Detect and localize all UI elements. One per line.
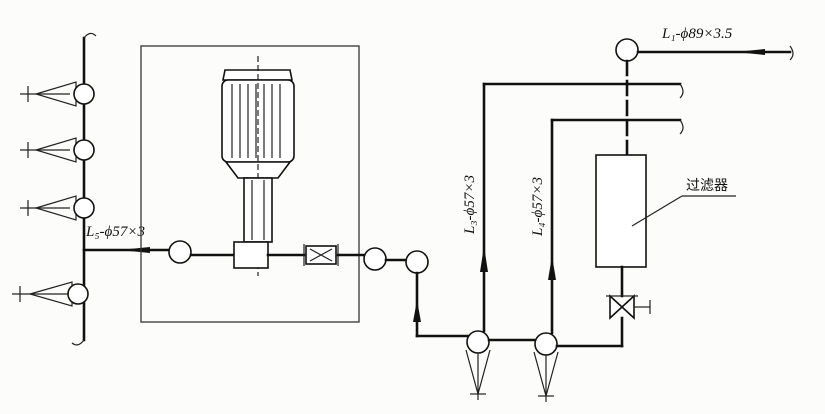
left-header-top-end <box>83 32 97 39</box>
pump-inlet-node <box>168 240 192 264</box>
bottom-drop-l4 <box>533 332 559 402</box>
pipe-l1 <box>636 45 794 61</box>
left-branch-1 <box>20 81 95 107</box>
inlet-node-l1 <box>615 38 639 62</box>
motor-shaft-housing <box>243 177 273 243</box>
label-filter: 过滤器 <box>686 178 728 194</box>
filter-column <box>595 38 651 348</box>
pipe-l4 <box>548 118 684 335</box>
branch-node-3 <box>73 197 95 219</box>
branch-node-2 <box>73 139 95 161</box>
flow-arrow-l1 <box>735 49 765 55</box>
flow-arrow-l4 <box>548 256 556 280</box>
pipe-l3 <box>480 82 684 333</box>
drop-node-l3 <box>466 330 490 354</box>
bottom-drop-l3 <box>465 330 491 400</box>
pump-skid-frame <box>140 45 360 323</box>
left-branch-4 <box>12 281 89 307</box>
flow-arrow-l5 <box>120 247 150 253</box>
discharge-line <box>363 247 470 338</box>
pipe-l5 <box>82 247 174 253</box>
flow-arrow-discharge <box>413 300 421 322</box>
discharge-node-1 <box>363 247 387 271</box>
left-branch-3 <box>20 195 95 221</box>
filter-outlet-valve <box>609 294 635 320</box>
motor <box>221 56 295 276</box>
pump-line <box>168 240 366 269</box>
flow-arrow-l3 <box>480 246 488 272</box>
left-branch-2 <box>20 137 95 163</box>
discharge-node-2 <box>405 250 429 274</box>
filter-leader-line <box>631 195 683 227</box>
label-l3: L₃-ϕ57×3 <box>462 175 478 235</box>
label-l4: L₄-ϕ57×3 <box>530 177 546 237</box>
left-header-bottom-end <box>71 339 85 346</box>
label-l5: L₅-ϕ57×3 <box>85 224 145 240</box>
label-l1: L₁-ϕ89×3.5 <box>661 26 733 42</box>
branch-node-1 <box>73 83 95 105</box>
filter-vessel <box>595 154 647 268</box>
drop-node-l4 <box>534 332 558 356</box>
pump-body <box>233 241 269 269</box>
branch-node-4 <box>67 283 89 305</box>
